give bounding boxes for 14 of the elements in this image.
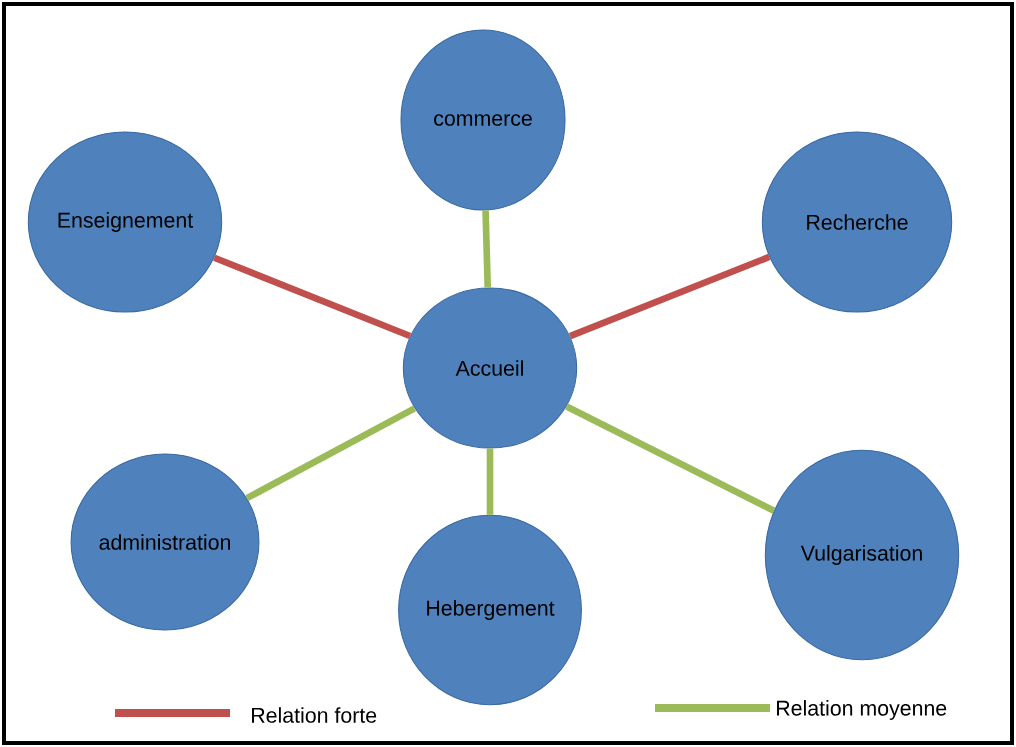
connector-line bbox=[245, 405, 417, 502]
circle-node: Recherche bbox=[761, 131, 953, 313]
circle-node: administration bbox=[70, 453, 260, 631]
connector-line bbox=[565, 403, 776, 514]
connector-line bbox=[568, 253, 771, 340]
connector-line bbox=[482, 210, 492, 288]
circle-node: Accueil bbox=[402, 287, 578, 449]
legend-label: Relation forte bbox=[252, 707, 377, 723]
connector-line bbox=[213, 254, 412, 340]
circle-node: commerce bbox=[400, 29, 566, 211]
legend-label: Relation moyenne bbox=[777, 700, 947, 720]
circle-node: Hebergement bbox=[398, 514, 582, 706]
circle-node: Vulgarisation bbox=[764, 449, 960, 661]
circle-node: Enseignement bbox=[27, 131, 223, 313]
